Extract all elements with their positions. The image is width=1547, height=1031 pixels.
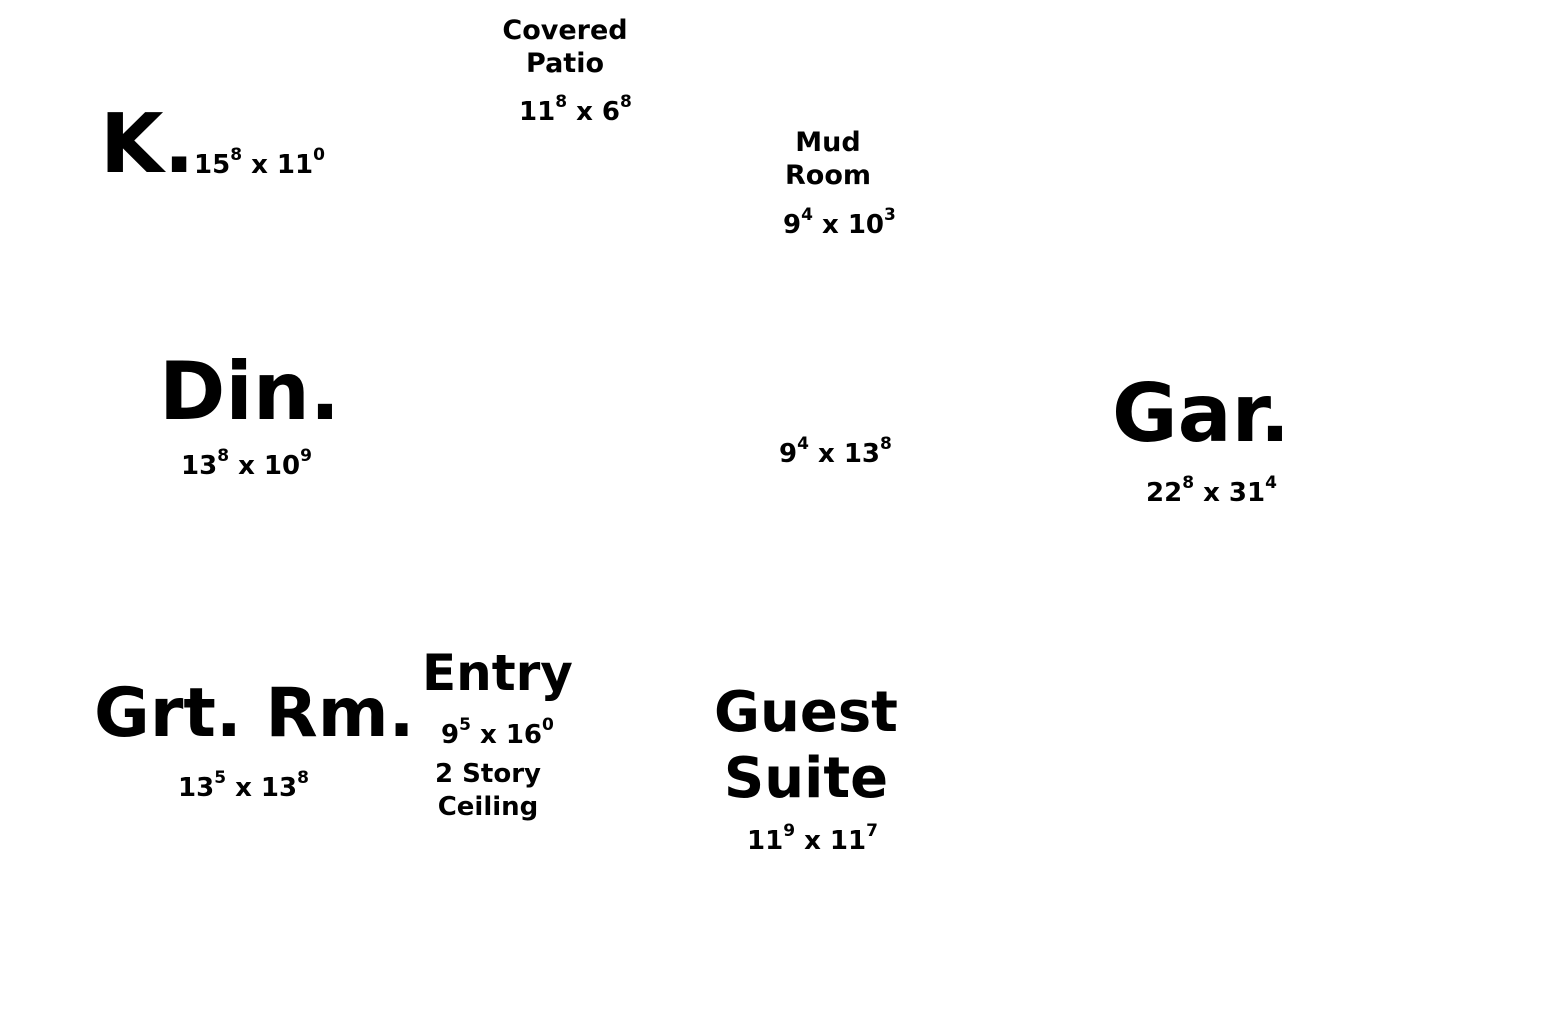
kitchen-label: K.	[100, 97, 195, 192]
covered-patio-label: Covered Patio	[502, 15, 628, 79]
guest-suite-label: Guest Suite	[714, 680, 898, 811]
entry-label: Entry	[422, 644, 573, 702]
kitchen-dimensions: 158 x 110	[194, 145, 325, 180]
entry-dimensions: 95 x 160	[441, 715, 554, 750]
dining-dimensions: 138 x 109	[181, 446, 312, 481]
entry-ceiling-note: 2 Story Ceiling	[435, 759, 541, 822]
great-room-dimensions: 135 x 138	[178, 768, 309, 803]
dining-label: Din.	[159, 345, 341, 438]
hall-room-dimensions: 94 x 138	[779, 434, 892, 469]
garage-dimensions: 228 x 314	[1146, 473, 1277, 508]
mud-room-label: Mud Room	[784, 127, 872, 191]
garage-label: Gar.	[1112, 367, 1291, 460]
great-room-label: Grt. Rm.	[94, 674, 415, 753]
covered-patio-dimensions: 118 x 68	[519, 92, 632, 127]
mud-room-dimensions: 94 x 103	[783, 205, 896, 240]
guest-suite-dimensions: 119 x 117	[747, 821, 878, 856]
